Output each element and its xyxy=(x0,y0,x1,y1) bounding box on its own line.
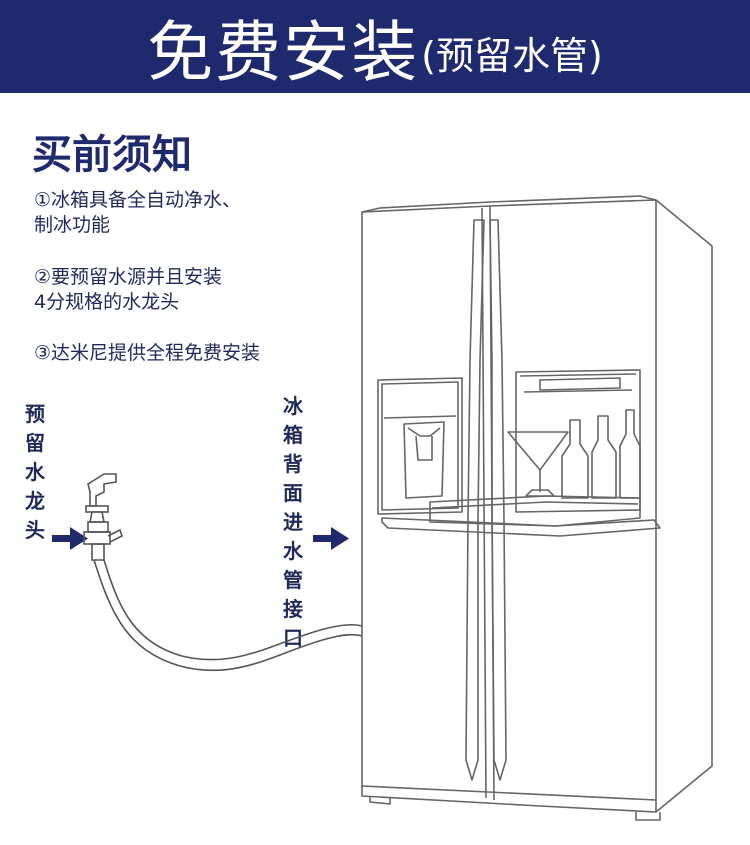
notice-item-2-line-2: 4分规格的水龙头 xyxy=(34,291,180,313)
faucet-arrow-icon xyxy=(52,527,88,550)
faucet-icon xyxy=(83,473,123,561)
inlet-label: 冰箱背面进水管接口 xyxy=(283,394,303,650)
notice-item-1: ①冰箱具备全自动净水、 制冰功能 xyxy=(34,188,241,238)
notice-item-2-line-1: ②要预留水源并且安装 xyxy=(34,266,223,288)
water-hose xyxy=(93,559,363,672)
notice-item-1-line-2: 制冰功能 xyxy=(34,214,111,236)
banner-title-sub: (预留水管) xyxy=(421,34,603,78)
notice-item-2: ②要预留水源并且安装 4分规格的水龙头 xyxy=(34,265,222,315)
inlet-arrow-icon xyxy=(313,527,349,550)
faucet-label: 预留水龙头 xyxy=(25,402,45,542)
notice-item-1-line-1: ①冰箱具备全自动净水、 xyxy=(34,189,242,211)
banner-title-main: 免费安装 xyxy=(147,13,420,91)
header-banner xyxy=(0,0,750,93)
notice-item-3-line-1: ③达米尼提供全程免费安装 xyxy=(34,342,261,364)
refrigerator-illustration xyxy=(361,195,713,821)
banner-title: 免费安装(预留水管) xyxy=(0,0,750,93)
notice-item-3: ③达米尼提供全程免费安装 xyxy=(34,341,260,366)
notice-heading: 买前须知 xyxy=(32,132,192,178)
